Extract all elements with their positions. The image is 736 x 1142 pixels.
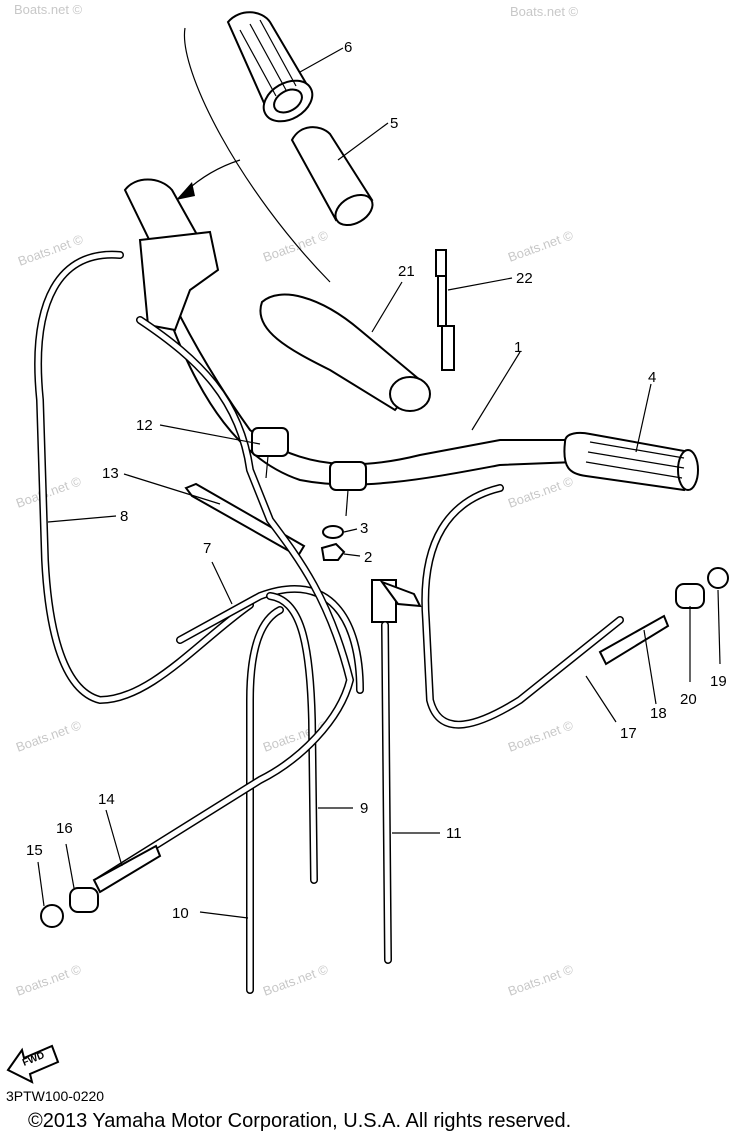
switch-lever	[379, 579, 422, 608]
cable-17	[421, 484, 624, 729]
callout-labels: 6 5 21 22 1 4 12 13 8 3 7 2 19 20 18 17 …	[26, 39, 727, 922]
watermark: Boats.net ©	[261, 227, 331, 265]
holder-12	[251, 427, 367, 517]
callout-18: 18	[650, 705, 667, 722]
watermark: Boats.net ©	[14, 2, 83, 17]
cap-19	[707, 567, 729, 589]
watermark: Boats.net ©	[14, 961, 84, 999]
callout-19: 19	[710, 673, 727, 690]
watermark: Boats.net ©	[510, 4, 579, 19]
inset-arrowhead	[176, 182, 195, 200]
cable-10	[246, 606, 284, 994]
cover-20	[675, 583, 705, 609]
callout-14: 14	[98, 791, 115, 808]
callout-5: 5	[390, 115, 398, 132]
nut-2	[320, 542, 346, 561]
cable-7	[176, 585, 364, 694]
callout-4: 4	[648, 369, 656, 386]
inset-bracket	[183, 27, 331, 283]
callout-11: 11	[446, 825, 462, 842]
cable-throttle	[96, 316, 355, 884]
grip-6	[226, 11, 314, 123]
watermark: Boats.net ©	[14, 473, 84, 511]
callout-7: 7	[203, 540, 211, 557]
adjuster-18	[598, 614, 670, 666]
callout-15: 15	[26, 842, 43, 859]
watermark: Boats.net ©	[506, 473, 576, 511]
callout-8: 8	[120, 508, 128, 525]
callout-20: 20	[680, 691, 697, 708]
washer-3	[322, 525, 344, 539]
watermark: Boats.net ©	[506, 227, 576, 265]
cable-8	[34, 250, 254, 705]
callout-6: 6	[344, 39, 352, 56]
grip-4	[563, 432, 699, 492]
band-22	[435, 249, 455, 371]
adjuster-14	[92, 844, 162, 894]
watermark: Boats.net ©	[14, 717, 84, 755]
fwd-arrow-icon: FWD	[6, 1044, 60, 1084]
watermark: Boats.net ©	[506, 961, 576, 999]
watermark: Boats.net ©	[261, 961, 331, 999]
cap-15	[40, 904, 64, 928]
cable-9	[266, 592, 318, 884]
pad-21	[259, 293, 431, 412]
callout-9: 9	[360, 800, 368, 817]
callout-22: 22	[516, 270, 533, 287]
grip-sleeve-5	[290, 126, 374, 227]
callout-13: 13	[102, 465, 119, 482]
cover-16	[69, 887, 99, 913]
watermark: Boats.net ©	[506, 717, 576, 755]
inset-arrow	[184, 159, 241, 193]
catalog-code: 3PTW100-0220	[6, 1088, 105, 1104]
callout-10: 10	[172, 905, 189, 922]
copyright-notice: ©2013 Yamaha Motor Corporation, U.S.A. A…	[28, 1110, 572, 1132]
callout-16: 16	[56, 820, 73, 837]
callout-12: 12	[136, 417, 153, 434]
callout-21: 21	[398, 263, 415, 280]
callout-1: 1	[514, 339, 522, 356]
watermark-layer: Boats.net © Boats.net © Boats.net © Boat…	[14, 2, 579, 999]
leader-lines	[37, 47, 721, 919]
callout-17: 17	[620, 725, 637, 742]
callout-3: 3	[360, 520, 368, 537]
cable-11	[381, 621, 392, 964]
callout-2: 2	[364, 549, 372, 566]
